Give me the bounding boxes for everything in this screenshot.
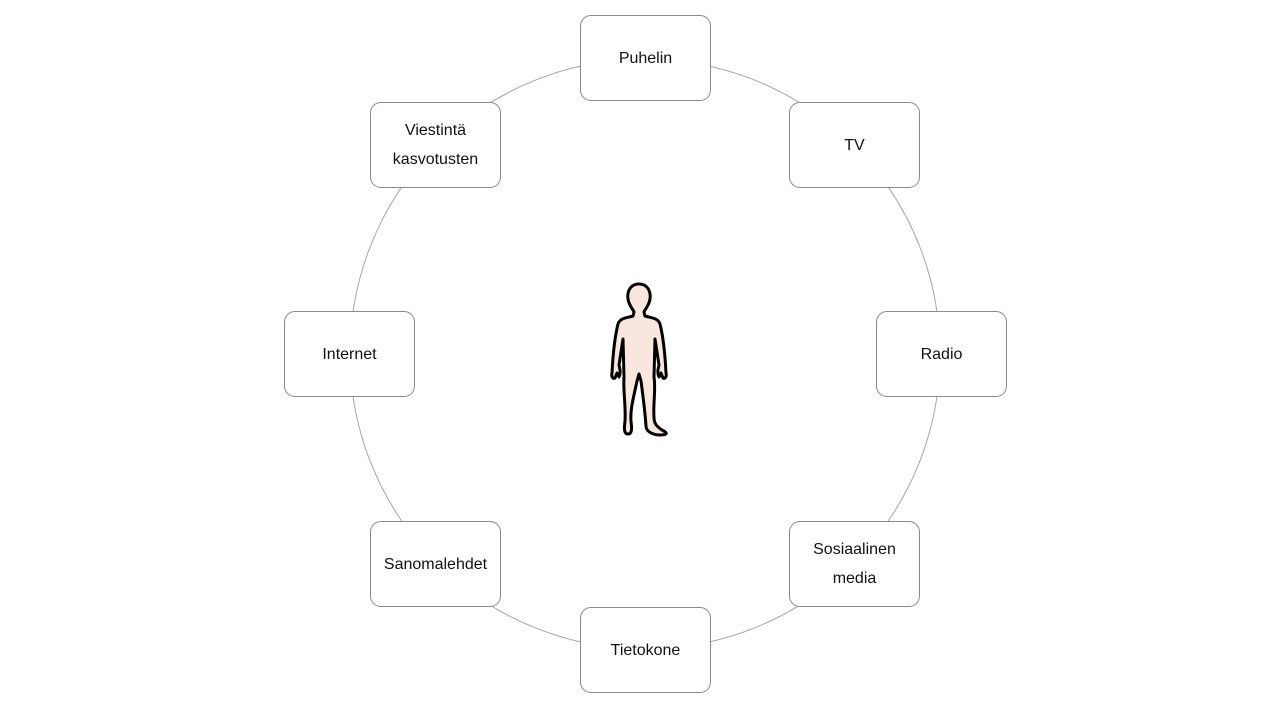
node-radio: Radio — [876, 311, 1007, 397]
node-label: Tietokone — [610, 641, 681, 659]
node-label: Internet — [322, 345, 377, 363]
node-puhelin: Puhelin — [580, 15, 711, 101]
node-label: Sanomalehdet — [383, 555, 488, 573]
node-tietokone: Tietokone — [580, 607, 711, 693]
node-label: Viestintä kasvotusten — [392, 122, 479, 168]
node-tv: TV — [789, 102, 920, 188]
node-sanomalehdet: Sanomalehdet — [370, 521, 501, 607]
node-label: Puhelin — [618, 49, 673, 67]
node-sosiaalinen-media: Sosiaalinen media — [789, 521, 920, 607]
person-icon — [610, 282, 668, 437]
node-internet: Internet — [284, 311, 415, 397]
node-label: TV — [844, 136, 865, 154]
node-label: Sosiaalinen media — [813, 541, 896, 587]
node-viestinta-kasvotusten: Viestintä kasvotusten — [370, 102, 501, 188]
node-label: Radio — [920, 345, 963, 363]
